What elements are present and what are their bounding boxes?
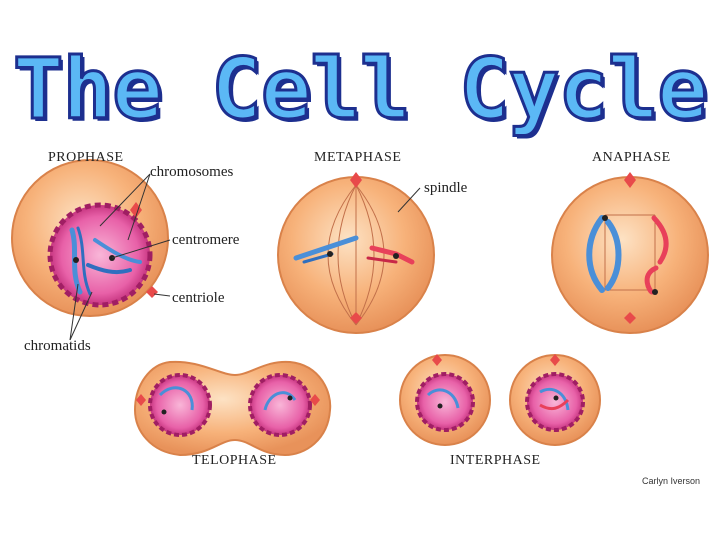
interphase-cells: [399, 354, 601, 446]
spindle-label: spindle: [424, 180, 468, 196]
centriole-label: centriole: [172, 290, 225, 306]
metaphase-cell: [277, 172, 435, 334]
illustrator-credit: Carlyn Iverson: [642, 476, 701, 486]
interphase-label: INTERPHASE: [450, 453, 541, 468]
label-leader-lines: [69, 173, 421, 341]
prophase-label: PROPHASE: [48, 150, 124, 165]
centromere-label: centromere: [172, 232, 240, 248]
anaphase-label: ANAPHASE: [592, 150, 671, 165]
telophase-label: TELOPHASE: [192, 453, 277, 468]
telophase-cells: [133, 360, 332, 457]
metaphase-label: METAPHASE: [314, 150, 402, 165]
chromosomes-label: chromosomes: [150, 164, 234, 180]
page-title: The Cell Cycle: [11, 39, 709, 140]
anaphase-cell: [551, 172, 709, 334]
prophase-cell: [11, 159, 169, 317]
chromatids-label: chromatids: [24, 338, 91, 354]
